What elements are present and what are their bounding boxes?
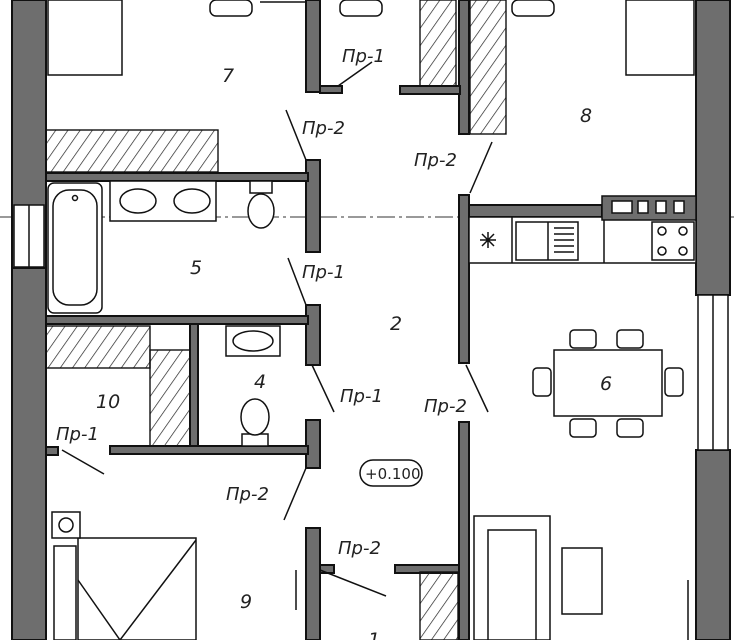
room-number-6: 6 <box>600 373 612 395</box>
kitchen-appliances <box>601 195 697 221</box>
room-number-9: 9 <box>240 591 252 613</box>
room-number-5: 5 <box>190 257 202 279</box>
annotation-pr-2-bottom: Пр-2 <box>338 538 381 559</box>
annotation-pr-1-wc: Пр-1 <box>340 386 383 407</box>
room-number-7: 7 <box>222 65 234 87</box>
annotation-pr-1-bath: Пр-1 <box>302 262 345 283</box>
annotation-pr-2-kitchen: Пр-2 <box>414 150 457 171</box>
room-number-1: 1 <box>368 629 380 640</box>
windows <box>13 204 729 451</box>
beds <box>47 0 695 640</box>
living-furniture <box>473 515 603 640</box>
room-number-2: 2 <box>390 313 402 335</box>
annotation-pr-1-storage: Пр-1 <box>56 424 99 445</box>
door-lines <box>61 61 689 640</box>
annotation-pr-2-dining: Пр-2 <box>424 396 467 417</box>
annotation-pr-2-hall: Пр-2 <box>226 484 269 505</box>
dining-set <box>532 329 684 438</box>
interior-walls <box>45 0 603 640</box>
annotation-pr-2-bedroom: Пр-2 <box>302 118 345 139</box>
room-number-4: 4 <box>254 371 266 393</box>
level-mark-frame <box>359 459 423 487</box>
desk-chairs <box>209 0 555 17</box>
wardrobes <box>45 0 507 640</box>
level-mark: +0.100 <box>365 465 421 483</box>
annotation-pr-1-top: Пр-1 <box>342 46 385 67</box>
room-number-10: 10 <box>96 391 120 413</box>
kitchen-counter <box>468 216 697 264</box>
washing-machine <box>51 511 81 539</box>
room-number-8: 8 <box>580 105 592 127</box>
plumbing-fixtures <box>47 180 281 447</box>
